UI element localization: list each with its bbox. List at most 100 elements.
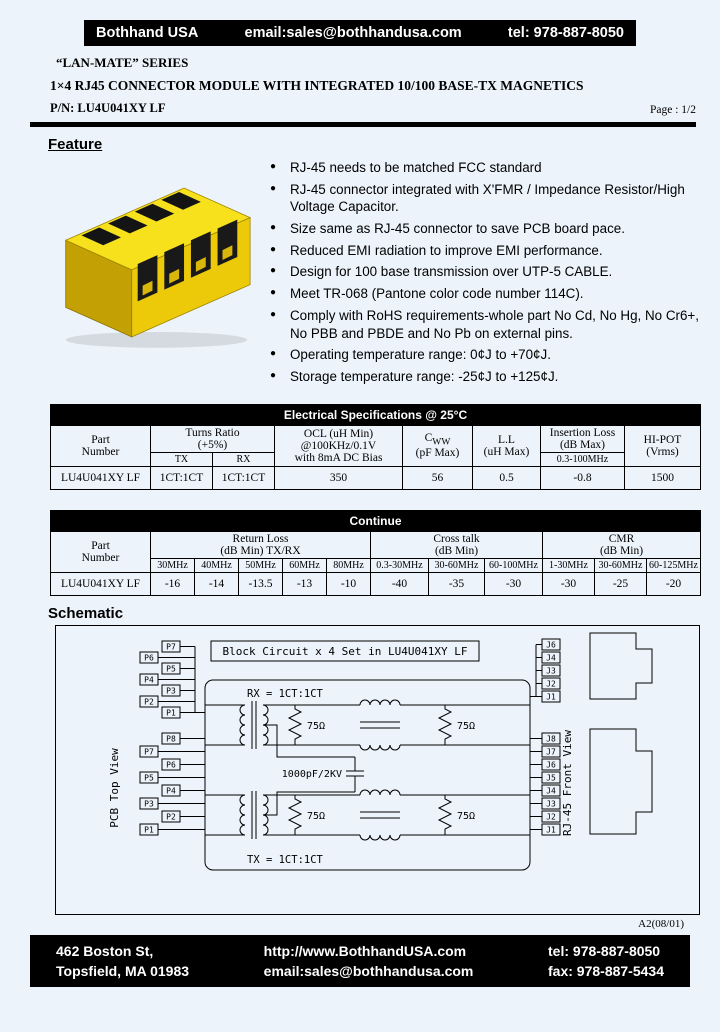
cww-subscript: WW [432, 436, 451, 448]
capacitor-label: 1000pF/2KV [282, 769, 342, 780]
pin-label: P7 [144, 747, 154, 756]
cell-value: -30 [542, 571, 595, 596]
header-email: email:sales@bothhandusa.com [244, 25, 462, 41]
cww-symbol: C [424, 431, 433, 444]
footer-address: 462 Boston St, Topsfield, MA 01983 [56, 941, 189, 982]
pin-label: P2 [166, 812, 176, 821]
cell-part-number: LU4U041XY LF [50, 571, 151, 596]
pin-label: J3 [546, 666, 556, 675]
col-rx: RX [212, 451, 275, 467]
schematic-labels: Block Circuit x 4 Set in LU4U041XY LF RX… [108, 640, 574, 866]
feature-item: Comply with RoHS requirements-whole part… [266, 307, 704, 342]
pin-label: J7 [546, 747, 556, 756]
col-ocl: OCL (uH Min) @100KHz/0.1V with 8mA DC Bi… [274, 424, 403, 467]
resistor-label: 75Ω [307, 721, 325, 732]
footer-phone: tel: 978-887-8050 fax: 978-887-5434 [548, 941, 664, 982]
pin-label: P4 [144, 675, 154, 684]
cell-value: -16 [150, 571, 195, 596]
pin-label: J3 [546, 799, 556, 808]
electrical-spec-table: Electrical Specifications @ 25°C Part Nu… [50, 403, 701, 490]
col-tx: TX [150, 451, 213, 467]
document-title: 1×4 RJ45 CONNECTOR MODULE WITH INTEGRATE… [50, 78, 584, 93]
col-part-number: Part Number [50, 424, 151, 467]
resistor-label: 75Ω [457, 721, 475, 732]
continue-table-row: LU4U041XY LF -16 -14 -13.5 -13 -10 -40 -… [50, 571, 701, 596]
cell-value: -14 [194, 571, 239, 596]
pin-label: J1 [546, 692, 556, 701]
footer-url: http://www.BothhandUSA.com [263, 942, 467, 959]
freq-col: 60-125MHz [646, 557, 701, 573]
footer-fax: fax: 978-887-5434 [548, 962, 664, 979]
cell-hipot: 1500 [624, 465, 701, 490]
freq-col: 0.3-30MHz [370, 557, 429, 573]
title-divider [30, 122, 696, 127]
continue-table: Continue Part Number Return Loss (dB Min… [50, 509, 701, 596]
pin-label: J5 [546, 773, 556, 782]
pin-label: J4 [546, 653, 556, 662]
footer-web: http://www.BothhandUSA.com email:sales@b… [264, 941, 474, 982]
cell-value: -13.5 [238, 571, 283, 596]
pin-label: J8 [546, 734, 556, 743]
pin-label: P4 [166, 786, 176, 795]
feature-item: RJ-45 needs to be matched FCC standard [266, 159, 704, 177]
col-cmr: CMR (dB Min) [542, 530, 701, 559]
cell-tx: 1CT:1CT [150, 465, 213, 490]
feature-item: Design for 100 base transmission over UT… [266, 263, 704, 281]
pin-label: J6 [546, 640, 556, 649]
pin-label: P5 [144, 773, 154, 782]
pin-label: J6 [546, 760, 556, 769]
part-number-row: P/N: LU4U041XY LF Page : 1/2 [50, 101, 696, 116]
pin-label: P5 [166, 664, 176, 673]
pin-label: P3 [166, 686, 176, 695]
feature-section: RJ-45 needs to be matched FCC standard R… [46, 155, 704, 390]
freq-col: 40MHz [194, 557, 239, 573]
resistor-label: 75Ω [307, 811, 325, 822]
cell-value: -25 [594, 571, 647, 596]
pin-label: J1 [546, 825, 556, 834]
cell-value: -40 [370, 571, 429, 596]
address-line-2: Topsfield, MA 01983 [56, 962, 190, 979]
cell-part-number: LU4U041XY LF [50, 465, 151, 490]
cell-insertion-loss: -0.8 [540, 465, 625, 490]
connector-photo-drawing [64, 187, 252, 348]
feature-item: Meet TR-068 (Pantone color code number 1… [266, 285, 704, 303]
pin-label: P8 [166, 734, 176, 743]
cell-rx: 1CT:1CT [212, 465, 275, 490]
pin-label: P2 [144, 697, 154, 706]
tx-label: TX = 1CT:1CT [247, 854, 324, 866]
freq-col: 30-60MHz [428, 557, 485, 573]
col-insertion-loss: Insertion Loss (dB Max) [540, 424, 625, 453]
feature-item: Operating temperature range: 0¢J to +70¢… [266, 346, 704, 364]
rj45-front-view-label: RJ-45 Front View [561, 729, 574, 835]
feature-list: RJ-45 needs to be matched FCC standard R… [266, 159, 704, 390]
page-indicator: Page : 1/2 [650, 104, 696, 116]
resistor-label: 75Ω [457, 811, 475, 822]
freq-col: 60-100MHz [484, 557, 543, 573]
header-tel: tel: 978-887-8050 [507, 25, 624, 41]
pin-label: P1 [144, 825, 154, 834]
freq-col: 1-30MHz [542, 557, 595, 573]
col-ll: L.L (uH Max) [472, 424, 541, 467]
part-number-label: P/N: LU4U041XY LF [50, 101, 166, 115]
col-turns-ratio: Turns Ratio (+5%) [150, 424, 275, 453]
cell-value: -30 [484, 571, 543, 596]
feature-item: Storage temperature range: -25¢J to +125… [266, 368, 704, 386]
address-line-1: 462 Boston St, [56, 942, 154, 959]
cell-cww: 56 [402, 465, 473, 490]
footer-bar: 462 Boston St, Topsfield, MA 01983 http:… [30, 934, 690, 988]
cell-value: -20 [646, 571, 701, 596]
col-part-number: Part Number [50, 530, 151, 573]
pin-label: P7 [166, 642, 176, 651]
footer-email: email:sales@bothhandusa.com [263, 962, 474, 979]
schematic-diagram: Block Circuit x 4 Set in LU4U041XY LF RX… [55, 624, 700, 915]
freq-col: 60MHz [282, 557, 327, 573]
pin-label: P6 [144, 653, 154, 662]
cell-ocl: 350 [274, 465, 403, 490]
pin-label: J2 [546, 812, 556, 821]
pin-label: P3 [144, 799, 154, 808]
series-label: “LAN-MATE” SERIES [56, 55, 189, 70]
col-return-loss: Return Loss (dB Min) TX/RX [150, 530, 371, 559]
cell-value: -10 [326, 571, 371, 596]
block-title: Block Circuit x 4 Set in LU4U041XY LF [222, 645, 467, 658]
cell-value: -13 [282, 571, 327, 596]
